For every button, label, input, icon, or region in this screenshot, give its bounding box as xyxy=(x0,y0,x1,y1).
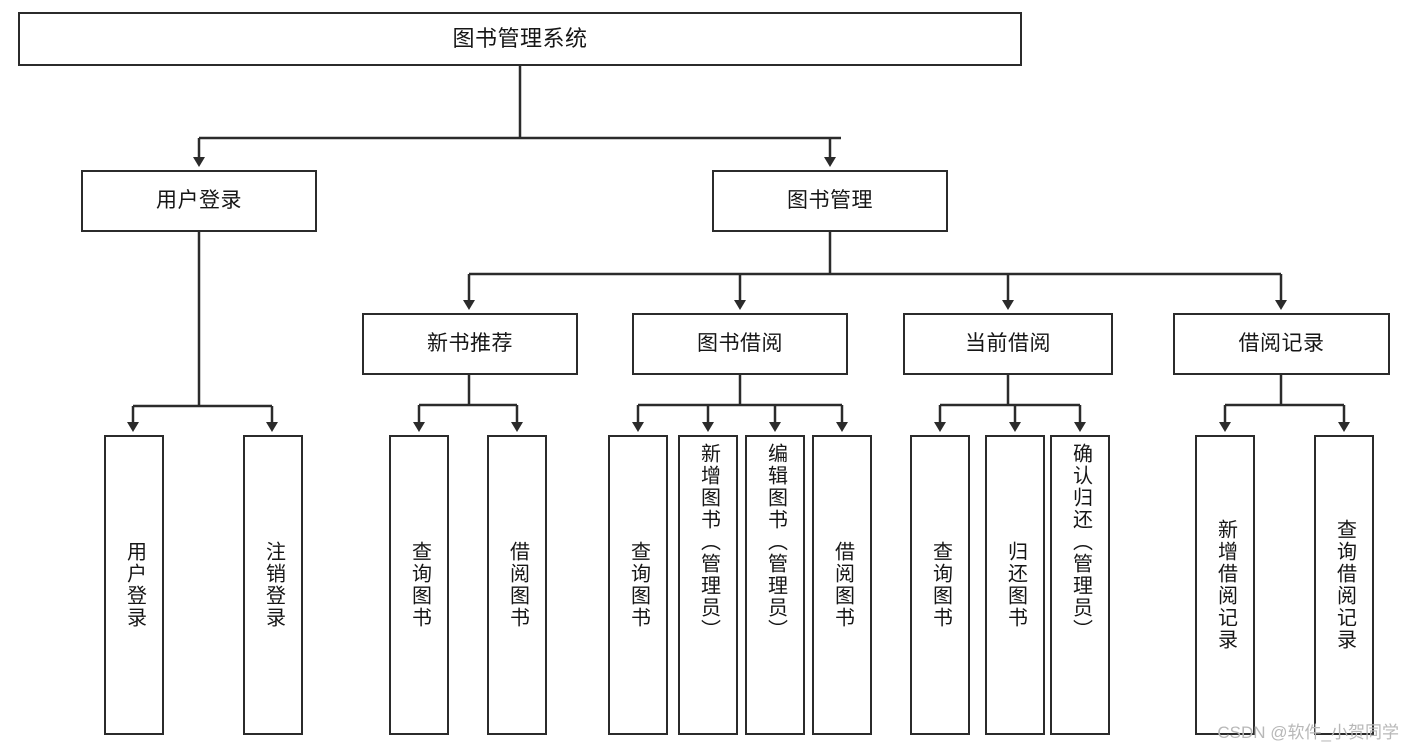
node-label: 查询图书 xyxy=(929,541,952,629)
node-current-borrow[interactable]: 当前借阅 xyxy=(903,313,1113,375)
node-label: 确认归还（管理员） xyxy=(1069,443,1092,641)
node-label: 新增借阅记录 xyxy=(1214,519,1237,651)
csdn-watermark: CSDN @软件_小贺同学 xyxy=(1217,723,1399,742)
node-borrow-record[interactable]: 借阅记录 xyxy=(1173,313,1390,375)
node-label: 当前借阅 xyxy=(965,332,1051,356)
node-label: 借阅图书 xyxy=(831,541,854,629)
node-leaf-query-book-borrow[interactable]: 查询图书 xyxy=(608,435,668,735)
node-label: 借阅记录 xyxy=(1238,332,1325,356)
node-label: 查询借阅记录 xyxy=(1333,519,1356,651)
node-leaf-query-book-recommend[interactable]: 查询图书 xyxy=(389,435,449,735)
node-leaf-query-borrow-record[interactable]: 查询借阅记录 xyxy=(1314,435,1374,735)
node-new-book-recommend[interactable]: 新书推荐 xyxy=(362,313,578,375)
node-label: 图书管理系统 xyxy=(452,25,588,51)
node-label: 查询图书 xyxy=(408,541,431,629)
node-label: 编辑图书（管理员） xyxy=(764,443,787,641)
node-book-borrow[interactable]: 图书借阅 xyxy=(632,313,848,375)
node-leaf-add-book-admin[interactable]: 新增图书（管理员） xyxy=(678,435,738,735)
node-label: 新书推荐 xyxy=(427,332,513,356)
node-label: 新增图书（管理员） xyxy=(697,443,720,641)
node-label: 借阅图书 xyxy=(506,541,529,629)
node-leaf-add-borrow-record[interactable]: 新增借阅记录 xyxy=(1195,435,1255,735)
node-leaf-borrow-book[interactable]: 借阅图书 xyxy=(812,435,872,735)
node-root-book-management-system[interactable]: 图书管理系统 xyxy=(18,12,1022,66)
node-label: 图书管理 xyxy=(787,189,873,213)
node-label: 注销登录 xyxy=(262,541,285,629)
node-label: 用户登录 xyxy=(123,541,146,629)
node-label: 查询图书 xyxy=(627,541,650,629)
node-leaf-user-login[interactable]: 用户登录 xyxy=(104,435,164,735)
node-label: 用户登录 xyxy=(156,189,242,213)
node-user-login[interactable]: 用户登录 xyxy=(81,170,317,232)
node-leaf-return-book[interactable]: 归还图书 xyxy=(985,435,1045,735)
node-book-management[interactable]: 图书管理 xyxy=(712,170,948,232)
node-leaf-borrow-book-recommend[interactable]: 借阅图书 xyxy=(487,435,547,735)
node-leaf-edit-book-admin[interactable]: 编辑图书（管理员） xyxy=(745,435,805,735)
node-leaf-query-book-current[interactable]: 查询图书 xyxy=(910,435,970,735)
node-leaf-user-logout[interactable]: 注销登录 xyxy=(243,435,303,735)
node-leaf-confirm-return-admin[interactable]: 确认归还（管理员） xyxy=(1050,435,1110,735)
node-label: 归还图书 xyxy=(1004,541,1027,629)
node-label: 图书借阅 xyxy=(697,332,783,356)
